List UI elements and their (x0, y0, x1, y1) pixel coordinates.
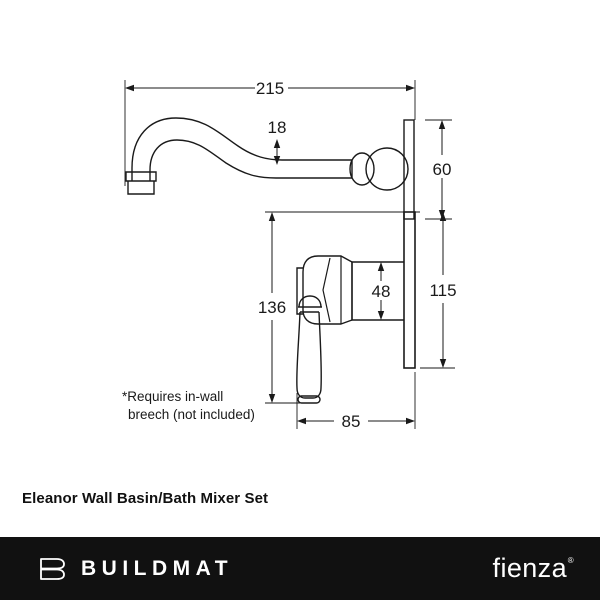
arrowhead-60-bottom (438, 210, 446, 219)
mixer-wall-plate (403, 211, 416, 369)
dim-label-48: 48 (372, 282, 391, 301)
arrowhead-60-top (438, 120, 446, 129)
arrowhead-115-bottom (439, 359, 447, 368)
fienza-logo[interactable]: fienza® (493, 555, 574, 582)
installation-note: *Requires in-wall breech (not included) (122, 389, 255, 422)
technical-drawing-svg: 215 18 (122, 79, 457, 431)
footer-bar: BUILDMAT fienza® (0, 537, 600, 600)
dim-label-60: 60 (433, 160, 452, 179)
buildmat-wordmark: BUILDMAT (81, 557, 234, 580)
mixer-body-front (302, 255, 353, 325)
arrowhead-136-top (268, 212, 276, 221)
dim-label-18: 18 (268, 118, 287, 137)
dim-label-115: 115 (429, 281, 456, 300)
arrowhead-18-top (273, 139, 281, 148)
spout-outlet-nozzle (127, 181, 155, 195)
spout-collar-oval (349, 152, 375, 186)
spout-outlet-collar (125, 171, 157, 182)
arrowhead-85-left (297, 417, 306, 425)
buildmat-mark-icon (40, 557, 65, 580)
arrowhead-215-left (125, 84, 134, 92)
mixer-body-contour (322, 257, 331, 323)
spout-outline-bottom (149, 139, 352, 181)
arrowhead-18-bottom (273, 156, 281, 165)
arrowhead-48-top (377, 262, 385, 271)
spout-ball (365, 147, 409, 191)
note-line-2: breech (not included) (128, 407, 255, 422)
fienza-wordmark: fienza (492, 553, 567, 583)
arrowhead-115-top (439, 212, 447, 221)
spout-wall-plate (403, 119, 415, 220)
spout-side-elevation: 215 18 (124, 79, 452, 220)
technical-drawing-area: 215 18 (122, 79, 457, 431)
page-title: Eleanor Wall Basin/Bath Mixer Set (22, 490, 269, 507)
handle-lever (296, 311, 322, 399)
arrowhead-215-right (406, 84, 415, 92)
registered-trademark-icon: ® (567, 556, 574, 565)
dim-label-136: 136 (258, 298, 286, 317)
handle-hub (298, 295, 322, 308)
dim-label-215: 215 (256, 79, 284, 98)
note-line-1: *Requires in-wall (122, 389, 223, 404)
handle-foot (297, 395, 321, 404)
buildmat-logo[interactable]: BUILDMAT (38, 556, 233, 582)
arrowhead-48-bottom (377, 311, 385, 320)
arrowhead-85-right (406, 417, 415, 425)
arrowhead-136-bottom (268, 394, 276, 403)
mixer-side-elevation: 136 48 115 85 (258, 211, 457, 431)
spout-outline-top (131, 117, 352, 181)
dim-label-85: 85 (342, 412, 361, 431)
